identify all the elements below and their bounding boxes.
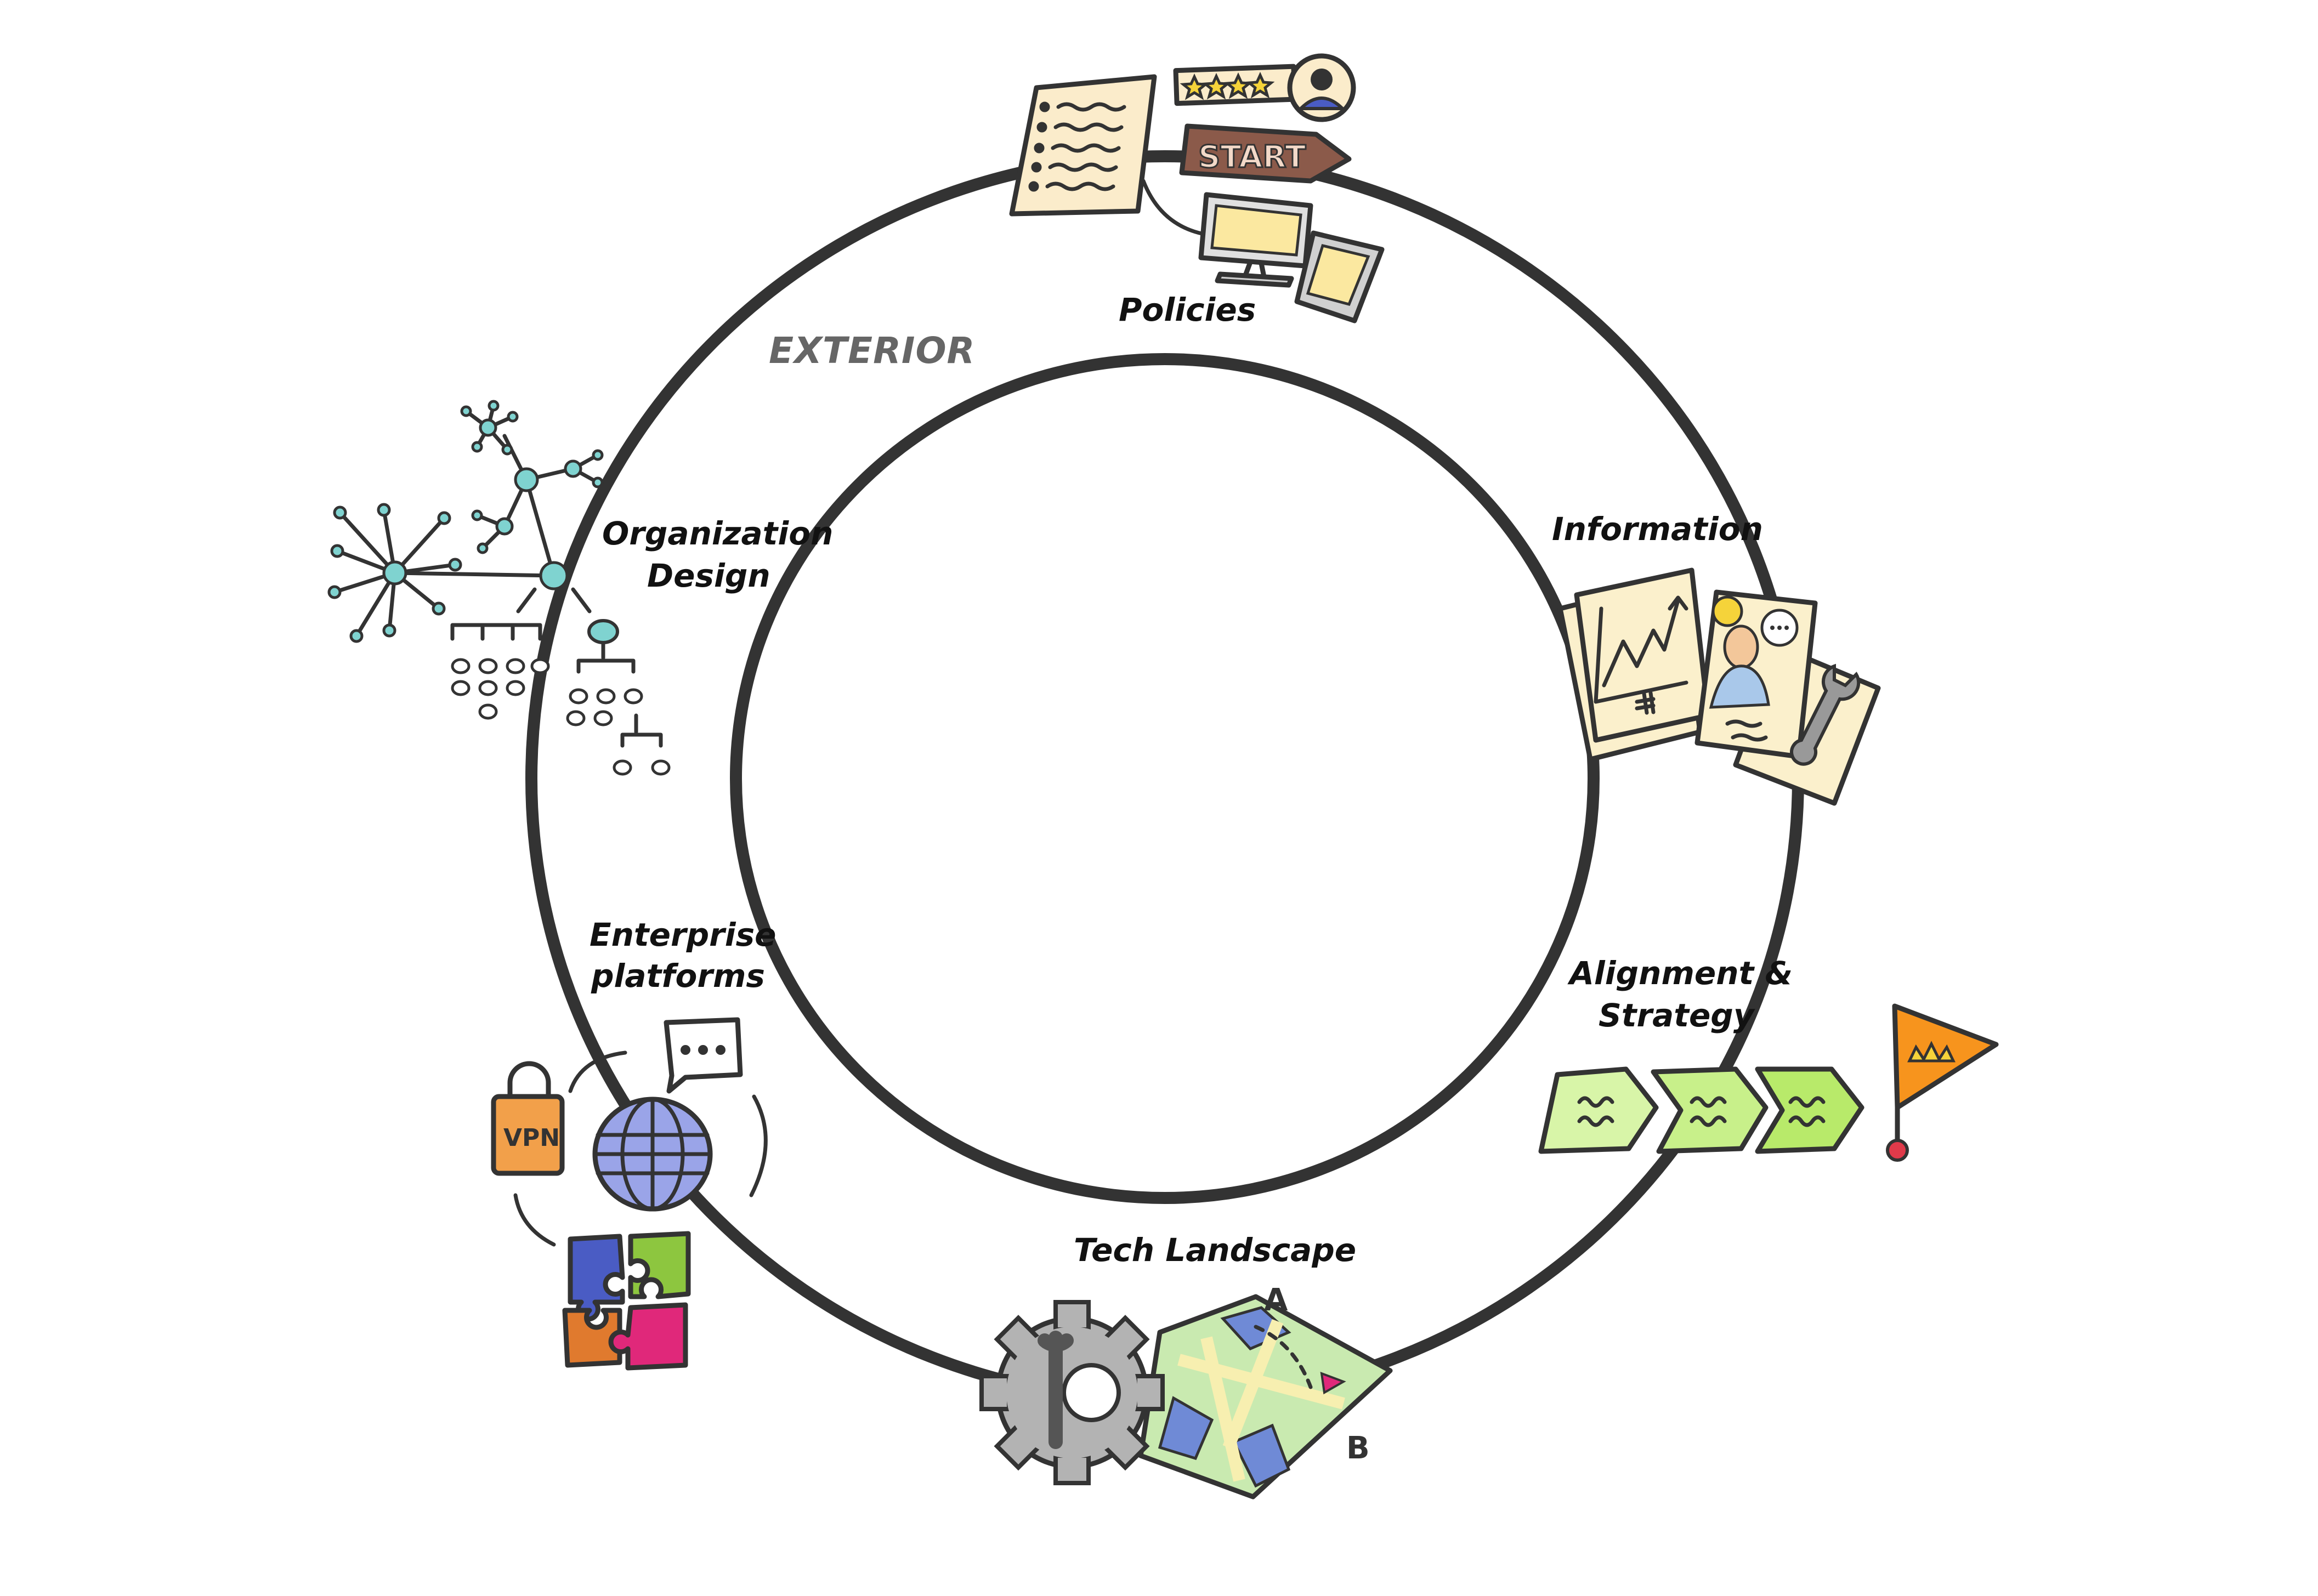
globe-icon: [592, 1097, 713, 1212]
connector-arc-icon: [513, 1193, 556, 1247]
policies-illustration: START: [1009, 53, 1385, 323]
start-tag-text: START: [1198, 139, 1306, 175]
phone-icon: [1294, 230, 1385, 323]
segment-label-policies: Policies: [1119, 291, 1256, 328]
chat-bubble-icon: [664, 1017, 743, 1094]
organization-illustration: [327, 400, 671, 776]
vpn-lock-text: VPN: [503, 1124, 560, 1152]
inner-ring: [730, 353, 1600, 1204]
start-tag-icon: START: [1179, 123, 1352, 184]
map-point-a-label: A: [1264, 1282, 1288, 1318]
user-avatar-icon: [1287, 53, 1356, 122]
goal-flag-icon: [1886, 1003, 1999, 1162]
org-chart-icon: [450, 587, 671, 776]
vpn-lock-icon: VPN: [491, 1061, 565, 1176]
wrench-icon: [1790, 663, 1861, 766]
tech-landscape-illustration: A B: [979, 1282, 1393, 1500]
segment-label-organization-line2: Design: [647, 557, 770, 594]
information-illustration: [1557, 567, 1881, 806]
step-chevron-icon-2: [1651, 1066, 1769, 1154]
enterprise-illustration: VPN: [491, 1017, 768, 1371]
segment-label-enterprise-line1: Enterprise: [590, 916, 776, 953]
idea-person-paper-icon: [1694, 589, 1881, 806]
policy-document-icon: [1009, 74, 1157, 217]
map-icon: A B: [1138, 1282, 1393, 1500]
segment-label-alignment-line2: Strategy: [1599, 997, 1755, 1034]
step-chevron-icon-3: [1755, 1066, 1864, 1154]
strategy-illustration: [1538, 1003, 1999, 1162]
segment-label-enterprise-line2: platforms: [591, 957, 765, 995]
monitor-icon: [1198, 192, 1313, 288]
segment-label-alignment-line1: Alignment &: [1567, 955, 1793, 992]
segment-label-tech-landscape: Tech Landscape: [1074, 1231, 1356, 1269]
outer-ring: [525, 150, 1804, 1407]
rating-stars-icon: [1173, 64, 1297, 106]
network-node-icon: [327, 400, 604, 643]
segment-label-information: Information: [1552, 510, 1763, 548]
connector-arc-icon: [749, 1094, 768, 1197]
puzzle-icon: [562, 1231, 691, 1371]
gear-wrench-icon: [979, 1300, 1165, 1485]
segment-label-organization-line1: Organization: [602, 515, 833, 552]
network-node-icon: [332, 404, 600, 638]
chart-paper-icon: [1557, 567, 1711, 762]
connector-arc-icon: [568, 1050, 627, 1093]
exterior-label: EXTERIOR: [769, 330, 975, 372]
step-chevron-icon-1: [1538, 1066, 1659, 1154]
map-point-b-label: B: [1346, 1430, 1370, 1466]
